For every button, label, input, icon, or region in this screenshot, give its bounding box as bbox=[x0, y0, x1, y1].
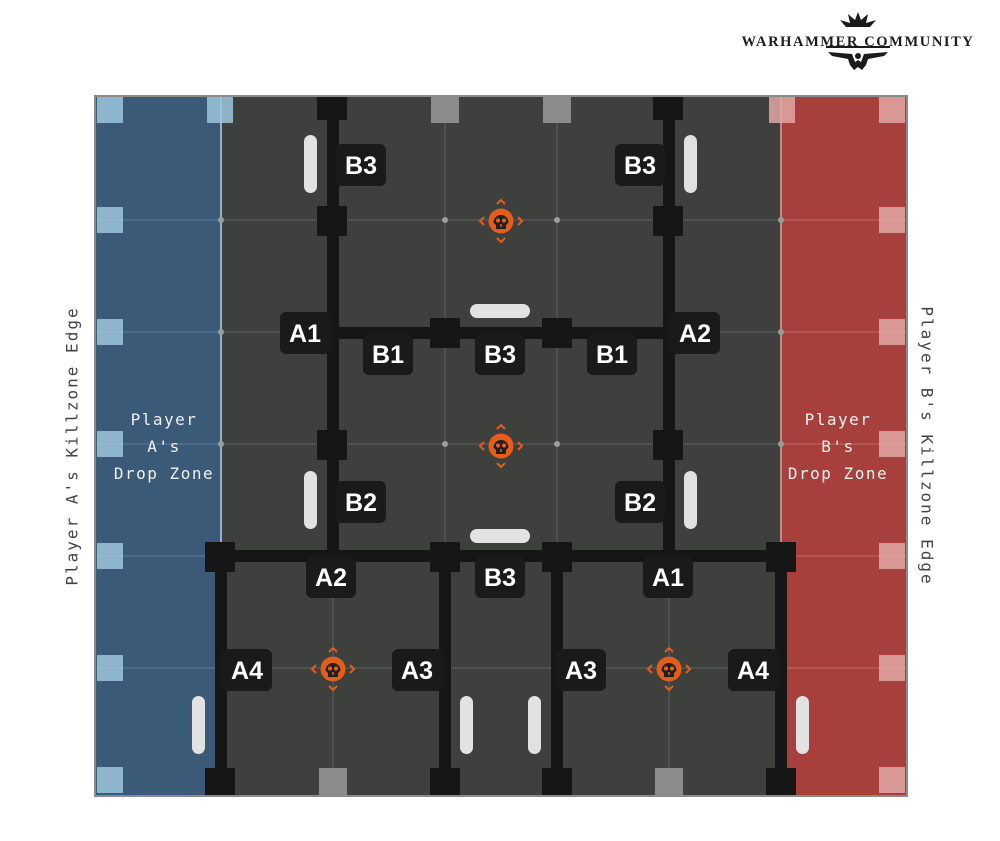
drop-zone-b-label-line1: Player bbox=[805, 410, 872, 429]
zone-label-a1-left: A1 bbox=[289, 320, 321, 348]
drop-zone-a-label-line1: Player bbox=[131, 410, 198, 429]
zone-label-a3-right: A3 bbox=[565, 657, 597, 685]
brand-wordmark: WARHAMMER COMMUNITY bbox=[741, 34, 975, 50]
zone-label-a2-right: A2 bbox=[679, 320, 711, 348]
zone-label-b2-left: B2 bbox=[345, 489, 377, 517]
drop-zone-a-label-line3: Drop Zone bbox=[114, 464, 214, 483]
zone-label-b1-right: B1 bbox=[596, 341, 628, 369]
zone-label-b1-left: B1 bbox=[372, 341, 404, 369]
zone-label-a4-left: A4 bbox=[231, 657, 263, 685]
zone-labels bbox=[222, 144, 778, 691]
zone-label-b2-right: B2 bbox=[624, 489, 656, 517]
zone-label-b3-top-right: B3 bbox=[624, 152, 656, 180]
zone-label-a1-bottom: A1 bbox=[652, 564, 684, 592]
drop-zone-b-label-line2: B's bbox=[821, 437, 854, 456]
zone-label-a2-bottom: A2 bbox=[315, 564, 347, 592]
aquila-emblem-icon bbox=[826, 12, 890, 70]
zone-label-a4-right: A4 bbox=[737, 657, 769, 685]
drop-zone-a-label-line2: A's bbox=[147, 437, 180, 456]
zone-label-b3-top-left: B3 bbox=[345, 152, 377, 180]
brand-logo: WARHAMMER COMMUNITY bbox=[730, 12, 990, 76]
drop-zone-b-label-line3: Drop Zone bbox=[788, 464, 888, 483]
zone-label-b3-bottom: B3 bbox=[484, 564, 516, 592]
zone-label-b3-center: B3 bbox=[484, 341, 516, 369]
board-border bbox=[94, 95, 908, 797]
zone-label-a3-left: A3 bbox=[401, 657, 433, 685]
grid-markers bbox=[97, 97, 905, 795]
doors bbox=[192, 135, 809, 754]
